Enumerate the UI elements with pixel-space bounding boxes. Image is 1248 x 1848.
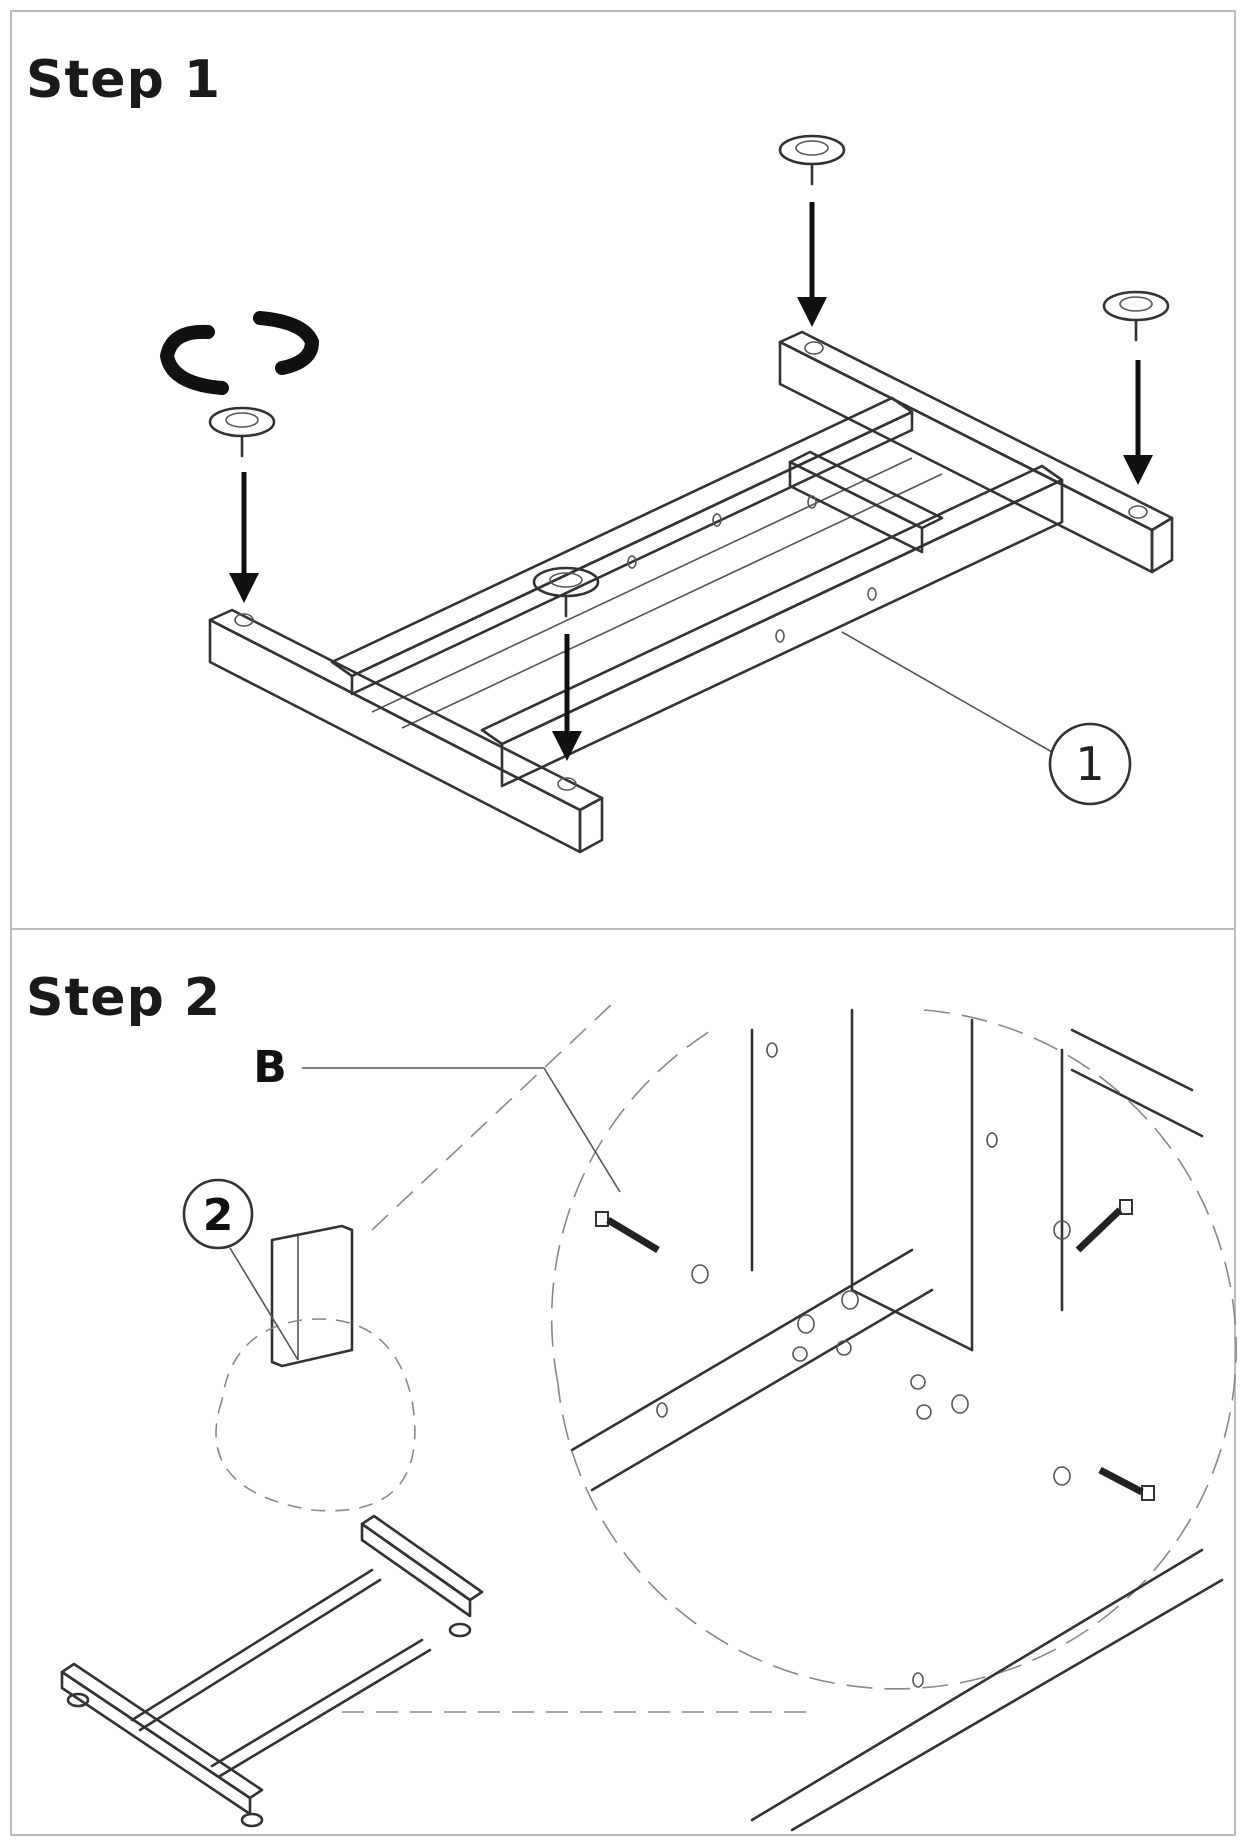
step-1-title: Step 1 [26,50,222,110]
callout-bolt-B: B [253,1042,621,1193]
step-2-panel: Step 2 [10,928,1237,1836]
callout-bolt-B-label: B [253,1042,287,1093]
bolt-right-bottom [1098,1466,1155,1501]
callout-part-1: 1 [841,631,1132,806]
overview-frame [60,1224,484,1828]
base-frame [208,330,1174,854]
step-2-title: Step 2 [26,968,222,1028]
leveling-feet [208,134,1170,618]
callout-part-1-label: 1 [1075,737,1104,791]
insert-arrows [229,202,1153,761]
rotate-icon [159,311,320,395]
bolt-right-top [1075,1199,1133,1253]
callout-part-2: 2 [182,1178,299,1361]
detail-view [550,1008,1237,1832]
zoom-line-top [371,1003,613,1231]
step-2-illustration: B 2 [60,1003,1237,1832]
bolt-left [595,1211,660,1254]
step-1-panel: Step 1 [10,10,1236,930]
callout-part-2-label: 2 [203,1190,234,1241]
step-1-illustration: 1 [159,134,1174,854]
